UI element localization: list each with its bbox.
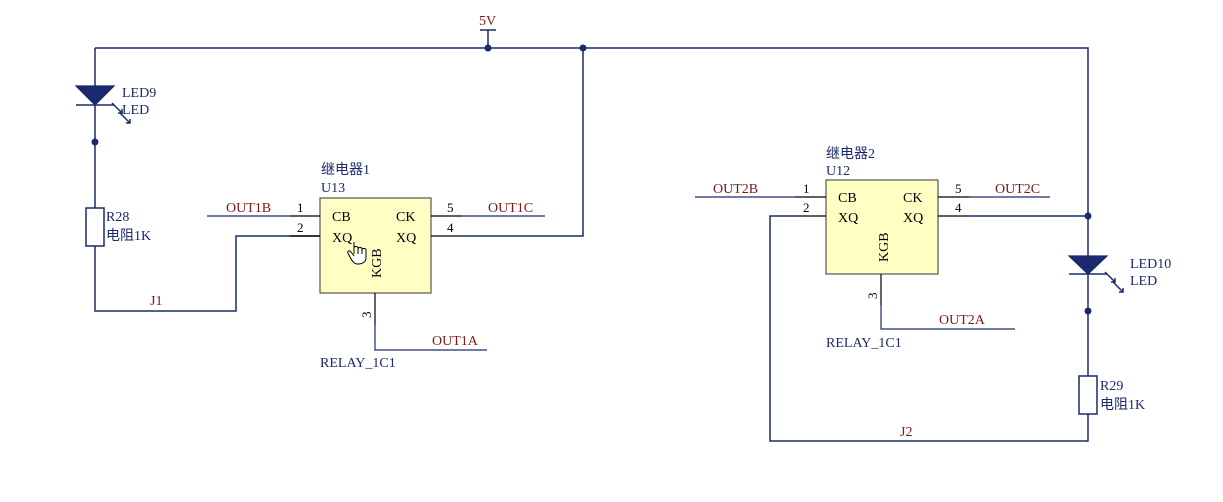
- net-out2a: OUT2A: [939, 313, 986, 328]
- relay1-body[interactable]: [319, 197, 432, 294]
- relay1-ref: U13: [321, 181, 345, 196]
- relay2-body[interactable]: [825, 179, 939, 275]
- led9-value: LED: [122, 103, 149, 118]
- junction-5v: [484, 44, 492, 52]
- r28-ref: R28: [106, 210, 129, 225]
- jumper-j2-label: J2: [900, 425, 912, 440]
- relay1-kgb: KGB: [370, 248, 385, 278]
- relay1-title: 继电器1: [321, 162, 370, 178]
- relay1-pin-1: 1: [297, 200, 304, 215]
- relay1-part: RELAY_1C1: [320, 356, 396, 371]
- relay2-pin-1: 1: [803, 181, 810, 196]
- right-branch: LED10 LED R29 电阻1K J2: [769, 215, 1171, 442]
- net-out1b: OUT1B: [226, 201, 271, 216]
- power-label-5v: 5V: [479, 14, 496, 29]
- led10-arrow-icon: [1104, 271, 1116, 283]
- left-branch: LED9 LED R28 电阻1K J1: [74, 48, 320, 312]
- relay1-pin-ck: CK: [396, 210, 415, 225]
- relay2-pin-5: 5: [955, 181, 962, 196]
- relay2-title: 继电器2: [826, 146, 875, 162]
- relay2-pin-2: 2: [803, 200, 810, 215]
- relay2-ref: U12: [826, 164, 850, 179]
- relay2-pin-3: 3: [865, 293, 880, 300]
- net-out1a: OUT1A: [432, 334, 479, 349]
- relay2-pin-xq-left: XQ: [838, 211, 858, 226]
- led10-diode-icon: [1067, 255, 1109, 275]
- relay2-pin-4: 4: [955, 200, 962, 215]
- led10-symbol[interactable]: [1067, 255, 1124, 293]
- hand-cursor-icon: [347, 242, 367, 265]
- relay2-pin-cb: CB: [838, 191, 857, 206]
- led10-ref: LED10: [1130, 257, 1171, 272]
- relay-u12: 继电器2 U12 CB XQ CK XQ KGB 1 2 5 4 3 OUT2B…: [695, 146, 1092, 351]
- relay2-part: RELAY_1C1: [826, 336, 902, 351]
- junction-led10: [1084, 307, 1092, 315]
- led9-arrow-icon: [111, 102, 123, 114]
- relay1-pin-xq-left: XQ: [332, 231, 352, 246]
- r28-body[interactable]: [85, 207, 105, 247]
- power-rail: 5V: [95, 14, 1089, 216]
- relay1-pin-2: 2: [297, 220, 304, 235]
- relay1-pin-3: 3: [359, 312, 374, 319]
- junction-led9: [91, 138, 99, 146]
- relay1-pin-5: 5: [447, 200, 454, 215]
- r29-value: 电阻1K: [1100, 397, 1145, 413]
- led9-diode-icon: [74, 85, 116, 106]
- relay2-pin-xq-right: XQ: [903, 211, 923, 226]
- relay2-pin-ck: CK: [903, 191, 922, 206]
- r29-body[interactable]: [1078, 375, 1098, 415]
- led10-value: LED: [1130, 274, 1157, 289]
- led9-ref: LED9: [122, 86, 156, 101]
- r28-value: 电阻1K: [106, 228, 151, 244]
- relay1-pin-cb: CB: [332, 210, 351, 225]
- jumper-j1-label: J1: [150, 294, 162, 309]
- net-out2b: OUT2B: [713, 182, 758, 197]
- relay1-pin-xq-right: XQ: [396, 231, 416, 246]
- relay1-pin-4: 4: [447, 220, 454, 235]
- net-out2c: OUT2C: [995, 182, 1040, 197]
- relay2-kgb: KGB: [877, 232, 892, 262]
- r29-ref: R29: [1100, 379, 1123, 394]
- net-out1c: OUT1C: [488, 201, 533, 216]
- relay-u13: 继电器1 U13 CB XQ CK XQ KGB 1 2 5 4 3 OUT1B…: [207, 48, 584, 371]
